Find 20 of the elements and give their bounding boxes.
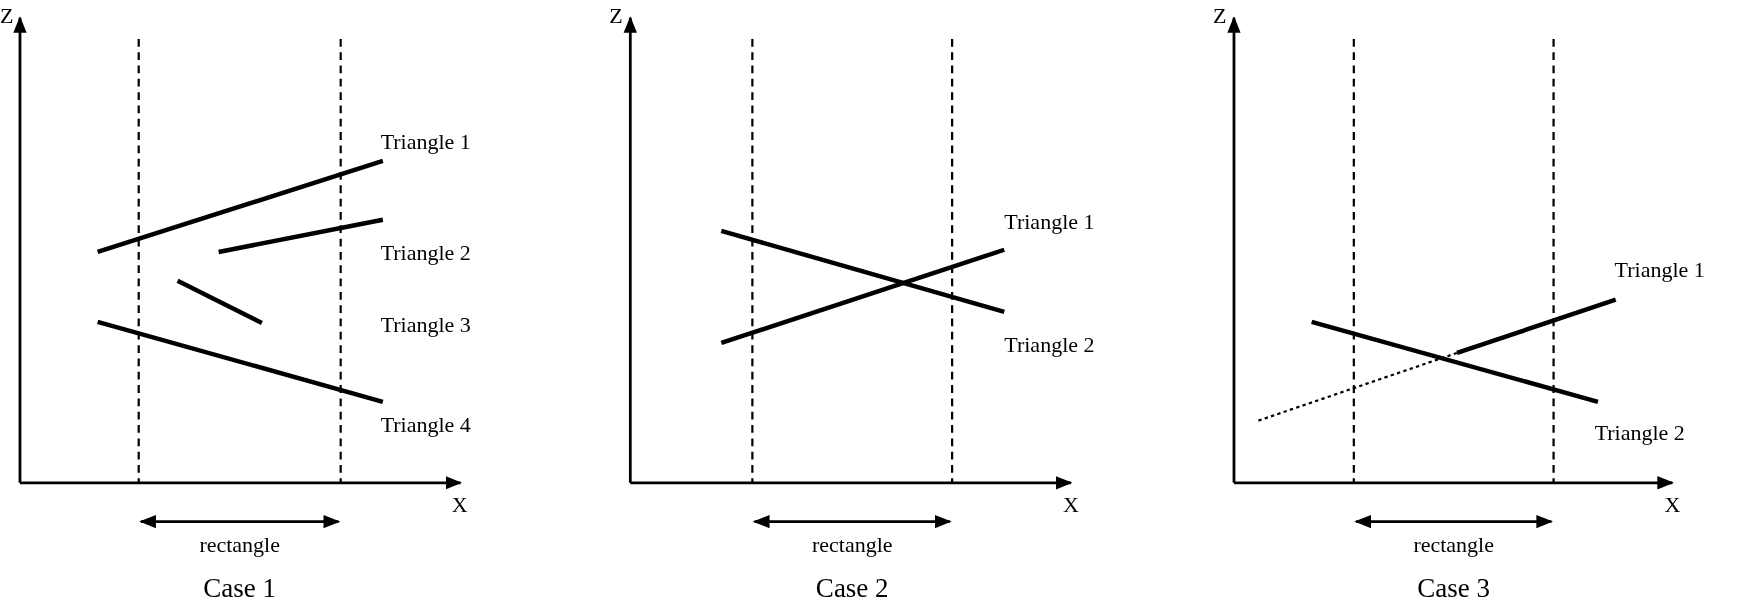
axis-label: Triangle 1 (1614, 258, 1705, 281)
axis-label: Z (609, 4, 623, 27)
axis-label: X (451, 493, 468, 516)
axis-label: rectangle (1413, 533, 1494, 556)
axis-label: Z (1212, 4, 1227, 27)
axis-label: Triangle 2 (1594, 421, 1685, 444)
axis-label: Z (0, 4, 14, 27)
case-caption: Case 1 (203, 574, 277, 602)
case-caption: Case 2 (815, 574, 889, 602)
axis-label: rectangle (811, 533, 893, 556)
axis-label: Triangle 1 (380, 131, 471, 154)
axis-label: X (1063, 493, 1079, 516)
axis-label: Triangle 2 (380, 242, 471, 264)
axis-label: Triangle 1 (1004, 210, 1095, 233)
axis-label: Triangle 2 (1004, 334, 1095, 357)
axis-label: rectangle (199, 533, 280, 556)
axis-label: X (1664, 493, 1681, 516)
case-caption: Case 3 (1417, 574, 1491, 602)
axis-label: Triangle 4 (380, 414, 471, 436)
axis-label: Triangle 3 (380, 314, 471, 337)
